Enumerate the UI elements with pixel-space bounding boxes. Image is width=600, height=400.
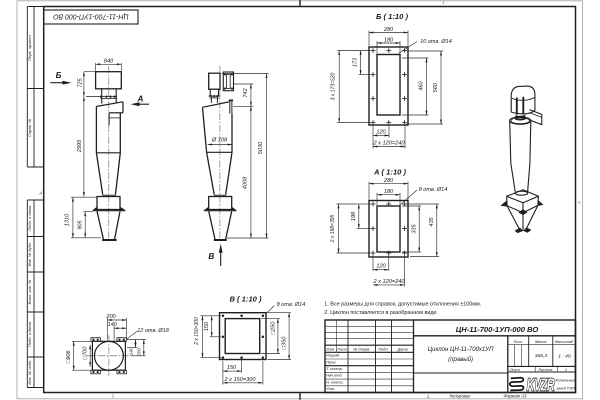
- svg-text:1: 1: [442, 0, 445, 5]
- svg-text:Масса: Масса: [535, 339, 547, 344]
- svg-text:Инв. № подл.: Инв. № подл.: [27, 360, 32, 385]
- svg-text:Н. контр.: Н. контр.: [326, 379, 344, 384]
- svg-text:120: 120: [376, 130, 386, 136]
- svg-text:Перв. примен.: Перв. примен.: [27, 34, 32, 61]
- svg-text:150: 150: [227, 365, 237, 371]
- svg-text:2995: 2995: [77, 139, 83, 153]
- svg-text:2 x 120=240: 2 x 120=240: [373, 279, 406, 285]
- svg-text:150: 150: [204, 321, 210, 331]
- svg-text:140: 140: [129, 347, 135, 355]
- svg-text:3 x 173=520: 3 x 173=520: [331, 72, 337, 100]
- svg-text:Т. контр.: Т. контр.: [326, 366, 343, 371]
- svg-text:KVZR: KVZR: [527, 376, 555, 395]
- svg-text:200: 200: [105, 314, 116, 320]
- svg-text:Подп.: Подп.: [378, 347, 388, 352]
- svg-text:Нач.отд.: Нач.отд.: [326, 373, 342, 378]
- svg-text:1 : 40: 1 : 40: [558, 353, 571, 359]
- svg-text:ЦН-11-700-1УП-000 ВО: ЦН-11-700-1УП-000 ВО: [456, 325, 539, 334]
- svg-text:140: 140: [108, 322, 118, 328]
- svg-text:Лит.: Лит.: [513, 339, 523, 344]
- svg-text:2 x 150=300: 2 x 150=300: [194, 317, 200, 346]
- svg-text:Разраб.: Разраб.: [326, 353, 340, 358]
- svg-text:Листов: Листов: [537, 367, 552, 372]
- svg-text:2. Циклон поставляется в разо: 2. Циклон поставляется в разобранном вид…: [324, 310, 438, 316]
- svg-text:□350: □350: [281, 336, 287, 350]
- svg-text:280: 280: [383, 27, 394, 33]
- svg-text:2 x 150=300: 2 x 150=300: [224, 377, 257, 383]
- svg-text:А ( 1:10 ): А ( 1:10 ): [373, 167, 407, 176]
- svg-text:4008: 4008: [243, 176, 249, 189]
- svg-text:12 отв. Ø18: 12 отв. Ø18: [137, 328, 170, 334]
- svg-text:1310: 1310: [65, 213, 71, 226]
- svg-text:В: В: [208, 252, 214, 261]
- svg-text:725: 725: [77, 77, 83, 87]
- svg-text:5030: 5030: [258, 141, 264, 154]
- svg-text:Б: Б: [56, 71, 62, 80]
- svg-text:Б ( 1:10 ): Б ( 1:10 ): [376, 12, 408, 21]
- svg-text:Взам. инв. №: Взам. инв. №: [27, 279, 32, 304]
- svg-text:1: 1: [565, 367, 567, 372]
- svg-text:2 x 120=240: 2 x 120=240: [373, 141, 406, 147]
- svg-text:□906: □906: [66, 350, 72, 364]
- svg-text:Дата: Дата: [396, 347, 408, 352]
- svg-text:10 отв. Ø14: 10 отв. Ø14: [420, 39, 452, 45]
- svg-text:Инв. № дубл.: Инв. № дубл.: [27, 242, 32, 267]
- svg-text:завод РЭП: завод РЭП: [555, 386, 575, 390]
- svg-text:Утв.: Утв.: [326, 386, 335, 391]
- svg-text:742: 742: [243, 87, 249, 97]
- svg-text:В ( 1:10 ): В ( 1:10 ): [229, 295, 262, 304]
- svg-text:180: 180: [384, 37, 394, 43]
- svg-text:Изм.: Изм.: [327, 347, 335, 352]
- svg-text:А: А: [137, 94, 144, 103]
- svg-text:Лист: Лист: [509, 367, 521, 372]
- svg-text:200: 200: [136, 348, 142, 357]
- svg-text:Пров.: Пров.: [326, 359, 336, 364]
- svg-text:Котельный: Котельный: [555, 378, 575, 382]
- svg-text:840: 840: [104, 58, 114, 64]
- svg-text:Лист: Лист: [336, 347, 348, 352]
- svg-text:366,3: 366,3: [535, 353, 548, 359]
- svg-text:Подп. и дата: Подп. и дата: [27, 205, 32, 231]
- svg-text:8 отв. Ø14: 8 отв. Ø14: [277, 302, 306, 308]
- svg-text:Справ. №: Справ. №: [27, 118, 32, 137]
- svg-text:№ докум.: № докум.: [353, 347, 370, 352]
- svg-text:Подп. и дата: Подп. и дата: [27, 321, 32, 347]
- svg-text:Масштаб: Масштаб: [555, 339, 574, 344]
- svg-text:1. Все размеры для справок, д: 1. Все размеры для справок, допустимые о…: [324, 301, 481, 307]
- svg-text:8 отв. Ø14: 8 отв. Ø14: [419, 187, 448, 193]
- svg-text:А: А: [38, 191, 42, 196]
- svg-text:1: 1: [427, 393, 429, 398]
- svg-text:435: 435: [429, 216, 435, 226]
- svg-text:560: 560: [433, 82, 439, 92]
- svg-text:□250: □250: [270, 321, 276, 335]
- svg-text:А: А: [577, 200, 581, 205]
- svg-text:120: 120: [376, 264, 386, 270]
- svg-text:460: 460: [419, 80, 425, 90]
- svg-text:280: 280: [383, 178, 394, 184]
- svg-text:ЦН-11-700-1УП-000 ВО: ЦН-11-700-1УП-000 ВО: [53, 12, 129, 19]
- svg-text:Циклон ЦН-11-700х1УП: Циклон ЦН-11-700х1УП: [428, 347, 494, 353]
- svg-text:905: 905: [78, 219, 84, 229]
- svg-text:2: 2: [111, 393, 115, 398]
- svg-text:Ø 708: Ø 708: [211, 137, 228, 143]
- svg-text:□700: □700: [83, 346, 89, 360]
- svg-text:Формат А3: Формат А3: [504, 393, 528, 398]
- svg-text:(правый): (правый): [448, 356, 473, 363]
- svg-text:173: 173: [353, 57, 359, 67]
- svg-text:198: 198: [351, 211, 357, 221]
- svg-text:335: 335: [411, 223, 417, 233]
- svg-text:180: 180: [384, 189, 394, 195]
- svg-text:2 x 198=395: 2 x 198=395: [330, 214, 336, 243]
- svg-text:Копировал: Копировал: [450, 393, 471, 398]
